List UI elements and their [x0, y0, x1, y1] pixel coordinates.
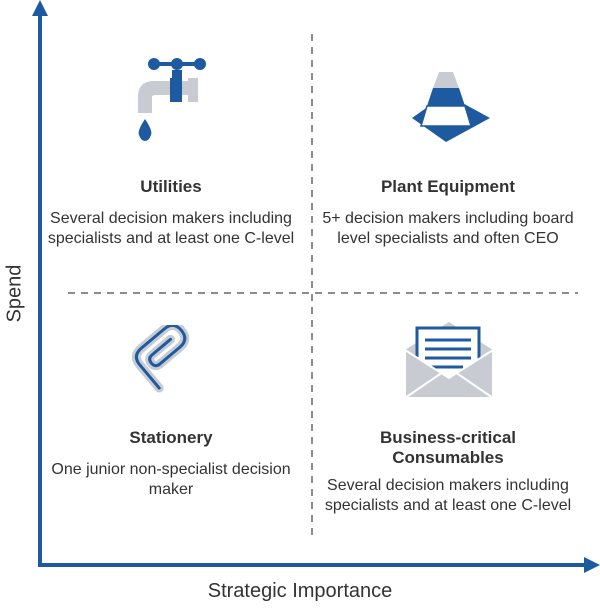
quadrant-business-critical-consumables: Business-critical Consumables Several de… [318, 428, 578, 516]
quadrant-title: Stationery [129, 428, 213, 447]
quadrant-description: One junior non-specialist decision maker [51, 461, 291, 498]
envelope-icon [404, 322, 494, 399]
y-axis-label: Spend [3, 264, 26, 323]
quadrant-stationery: Stationery One junior non-specialist dec… [41, 428, 301, 500]
x-axis-label: Strategic Importance [207, 580, 393, 602]
paperclip-icon [131, 325, 190, 393]
quadrant-title: Plant Equipment [380, 177, 516, 196]
quadrant-description: Several decision makers including specia… [47, 210, 295, 247]
quadrant-title: Business-critical Consumables [379, 428, 517, 467]
quadrant-title: Utilities [140, 177, 202, 196]
tap-icon [138, 58, 206, 141]
x-axis-arrow [584, 557, 600, 573]
quadrant-description: 5+ decision makers including board level… [322, 210, 574, 247]
quadrant-description: Several decision makers including specia… [324, 477, 572, 514]
quadrant-plant-equipment: Plant Equipment 5+ decision makers inclu… [318, 177, 578, 249]
quadrant-utilities: Utilities Several decision makers includ… [41, 177, 301, 249]
traffic-cone-icon [412, 72, 490, 142]
y-axis-arrow [32, 0, 48, 16]
